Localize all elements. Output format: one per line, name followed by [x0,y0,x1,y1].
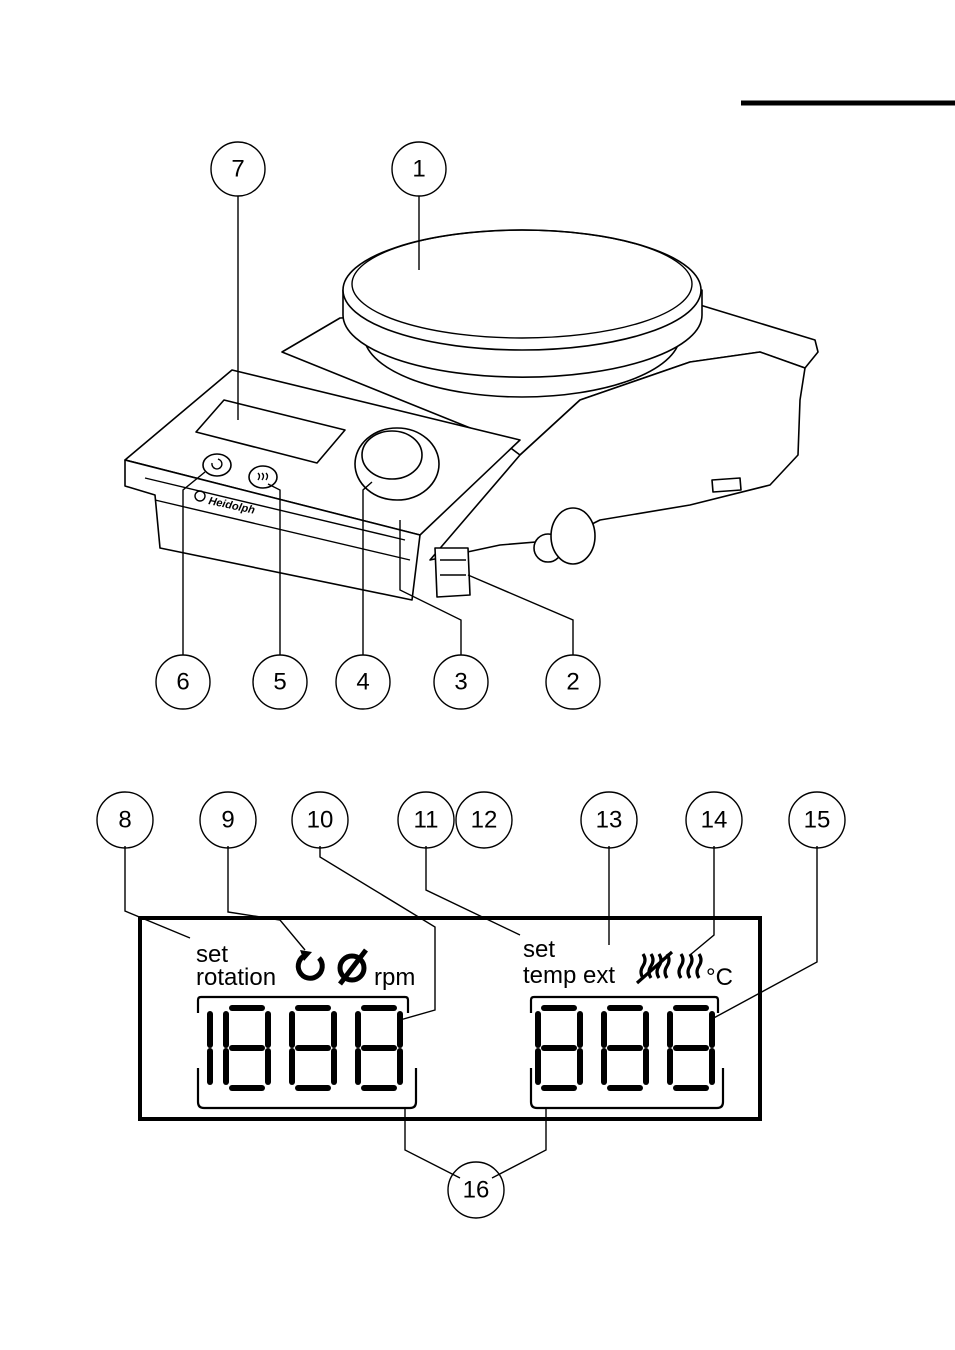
callout-9: 9 [200,792,256,848]
callout-2: 2 [546,655,600,709]
right-digit-3 [670,1008,712,1088]
svg-text:14: 14 [701,807,728,834]
heating-active-icon [637,952,672,983]
svg-text:13: 13 [596,807,623,834]
svg-text:5: 5 [273,669,286,696]
left-rotation-label: rotation [196,964,276,991]
callout-10: 10 [292,792,348,848]
callout-7: 7 [211,142,265,196]
callout-8: 8 [97,792,153,848]
svg-text:12: 12 [471,807,498,834]
callout-15: 15 [789,792,845,848]
svg-text:2: 2 [566,669,579,696]
callout-4: 4 [336,655,390,709]
callout-3: 3 [434,655,488,709]
left-digit-2 [226,1008,268,1088]
svg-text:16: 16 [463,1177,490,1204]
svg-text:9: 9 [221,807,234,834]
left-unit-label: rpm [374,964,415,991]
svg-text:4: 4 [356,669,369,696]
hotplate-stirrer-drawing: Heidolph [125,230,818,600]
callout-6: 6 [156,655,210,709]
svg-text:11: 11 [414,807,439,834]
right-unit-label: °C [706,964,733,991]
right-digit-1 [538,1008,580,1088]
right-set-label: set [523,936,555,963]
callout-14: 14 [686,792,742,848]
callout-5: 5 [253,655,307,709]
stirrer-off-icon [340,950,366,984]
right-temp-label: temp ext [523,962,615,989]
left-digit-4 [358,1008,400,1088]
svg-text:1: 1 [412,156,425,183]
svg-text:15: 15 [804,807,831,834]
power-button [203,454,231,476]
heating-icon [679,954,701,978]
left-digit-bracket [198,997,416,1108]
svg-text:6: 6 [176,669,189,696]
right-digit-2 [604,1008,646,1088]
rotation-icon [298,950,322,978]
svg-text:7: 7 [231,156,244,183]
callout-16: 16 [448,1162,504,1218]
svg-text:8: 8 [118,807,131,834]
right-digit-bracket [531,997,723,1108]
callout-11: 11 [398,792,454,848]
callout-12: 12 [456,792,512,848]
left-digit-3 [292,1008,334,1088]
callout-1: 1 [392,142,446,196]
callout-13: 13 [581,792,637,848]
svg-text:10: 10 [307,807,334,834]
svg-text:3: 3 [454,669,467,696]
